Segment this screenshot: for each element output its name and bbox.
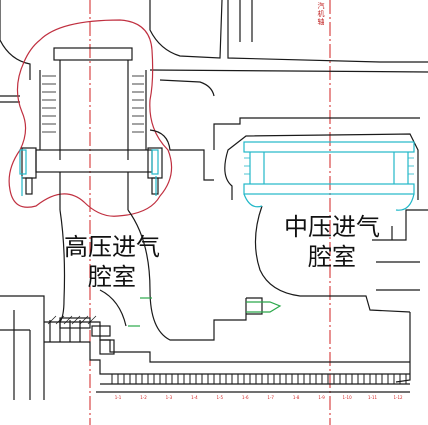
blade-tooth	[147, 374, 155, 385]
blade-tooth	[255, 374, 263, 385]
blade-stage-label: 1-4	[191, 395, 198, 400]
blade-tooth	[267, 374, 275, 385]
blade-stages	[111, 374, 407, 385]
blade-tooth	[375, 374, 383, 385]
blade-stage-label: 1-8	[293, 395, 300, 400]
blade-tooth	[159, 374, 167, 385]
blade-stage-label: 1-1	[115, 395, 122, 400]
ip-inlet-chamber-label: 中压进气 腔室	[268, 212, 396, 272]
blade-stage-label: 1-11	[368, 395, 378, 400]
ip-chamber	[224, 133, 428, 383]
blade-stage-label: 1-6	[242, 395, 249, 400]
blade-tooth	[315, 374, 323, 385]
blade-tooth	[399, 374, 407, 385]
blade-tooth	[279, 374, 287, 385]
blade-tooth	[183, 374, 191, 385]
blade-tooth	[219, 374, 227, 385]
blade-tooth	[135, 374, 143, 385]
ip-cyan-hatch	[244, 157, 414, 175]
blade-tooth	[303, 374, 311, 385]
hp-label-line1: 高压进气	[64, 233, 160, 261]
blade-stage-label: 1-10	[343, 395, 353, 400]
ip-label-line1: 中压进气	[284, 213, 380, 241]
rotor-seal-hatch	[47, 315, 97, 325]
blade-tooth	[171, 374, 179, 385]
blade-stage-label: 1-7	[267, 395, 274, 400]
blade-tooth	[327, 374, 335, 385]
blade-stage-label: 1-2	[140, 395, 147, 400]
ip-label-line2: 腔室	[308, 243, 356, 271]
blade-tooth	[387, 374, 395, 385]
blade-tooth	[195, 374, 203, 385]
blade-stage-label: 1-9	[318, 395, 325, 400]
centerline-annotation: 汽机轴	[317, 2, 325, 26]
blade-tooth	[243, 374, 251, 385]
hp-chamber-boundary	[8, 19, 173, 217]
hp-label-line2: 腔室	[88, 263, 136, 291]
nozzle-box-bolts	[42, 75, 144, 133]
blade-tooth	[207, 374, 215, 385]
nozzle-cyan-bolts	[19, 149, 159, 196]
hp-steam-passage	[0, 209, 247, 400]
blade-tooth	[231, 374, 239, 385]
blade-tooth	[363, 374, 371, 385]
blade-tooth	[123, 374, 131, 385]
green-details	[128, 297, 282, 327]
blade-tooth	[111, 374, 119, 385]
ip-nozzle-ring	[243, 141, 415, 211]
hp-inlet-chamber-label: 高压进气 腔室	[48, 232, 176, 292]
blade-tooth	[339, 374, 347, 385]
rotor	[44, 317, 410, 393]
blade-stage-labels: 1-1 1-2 1-3 1-4 1-5 1-6 1-7 1-8 1-9 1-10 1-11 1-12	[115, 395, 403, 400]
blade-tooth	[291, 374, 299, 385]
blade-tooth	[351, 374, 359, 385]
blade-stage-label: 1-12	[393, 395, 403, 400]
upper-casing	[0, 0, 428, 103]
blade-stage-label: 1-3	[166, 395, 173, 400]
hp-nozzle-box	[21, 47, 420, 210]
blade-stage-label: 1-5	[217, 395, 224, 400]
